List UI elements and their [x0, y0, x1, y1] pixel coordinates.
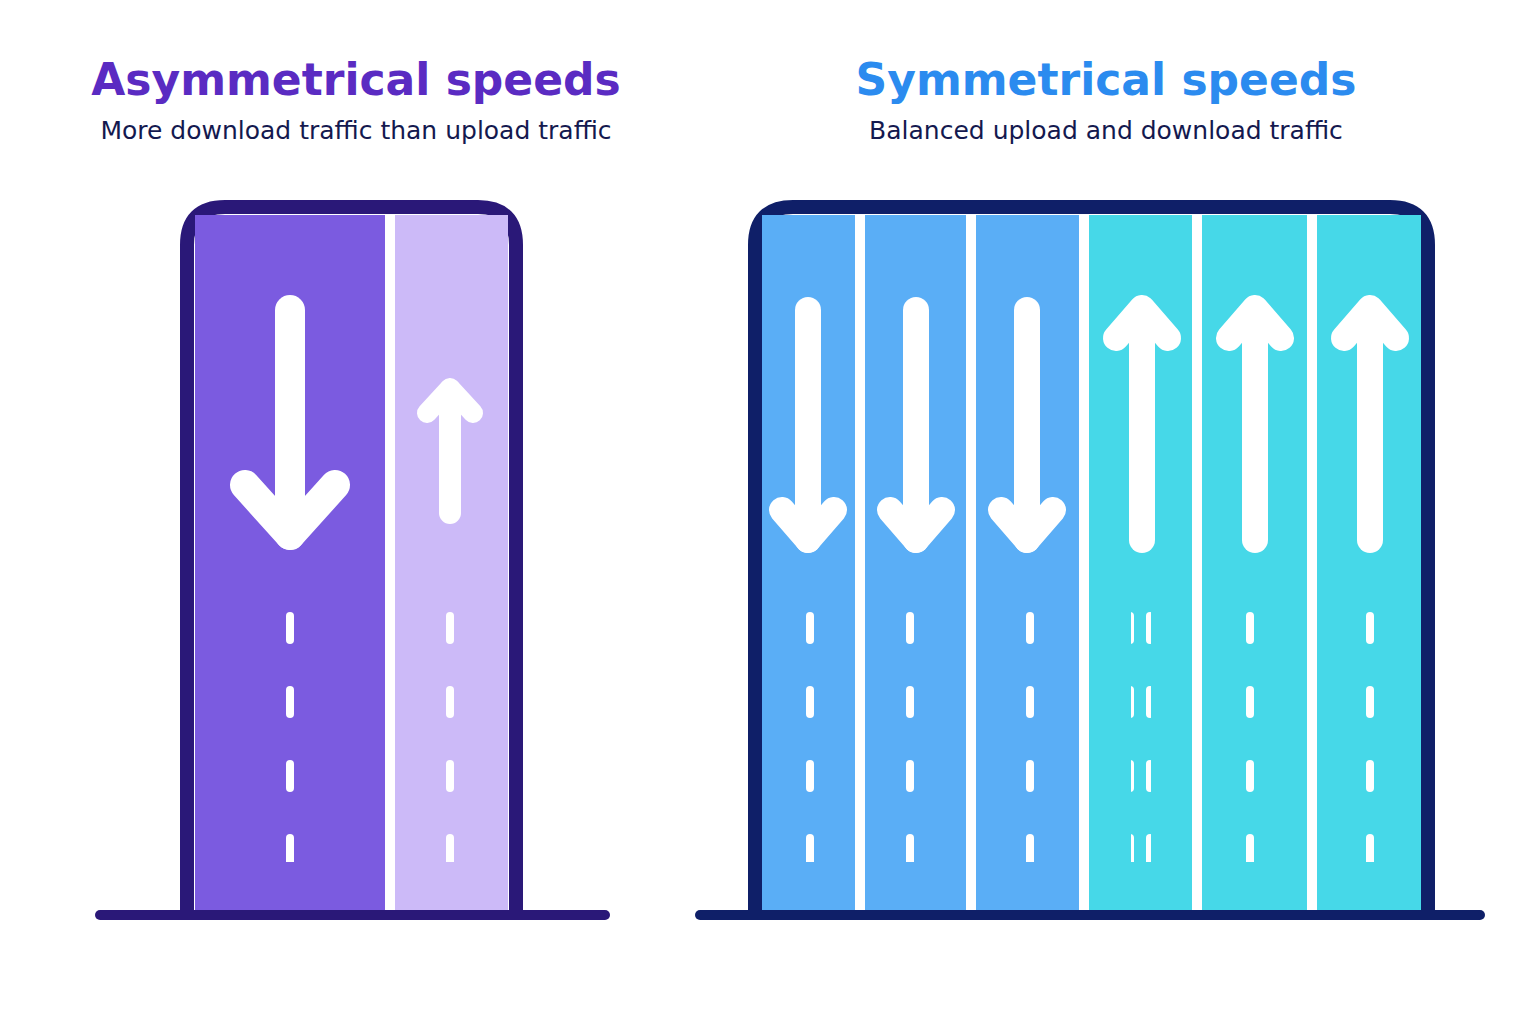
- heading: Asymmetrical speeds: [83, 52, 629, 108]
- panel-heading: Symmetrical speedsBalanced upload and do…: [848, 52, 1365, 148]
- symmetric-road: [700, 207, 1480, 920]
- panel-heading: Asymmetrical speedsMore download traffic…: [83, 52, 629, 148]
- asymmetric-road: [100, 207, 605, 920]
- subheading: More download traffic than upload traffi…: [83, 114, 629, 148]
- heading: Symmetrical speeds: [848, 52, 1365, 108]
- subheading: Balanced upload and download traffic: [848, 114, 1365, 148]
